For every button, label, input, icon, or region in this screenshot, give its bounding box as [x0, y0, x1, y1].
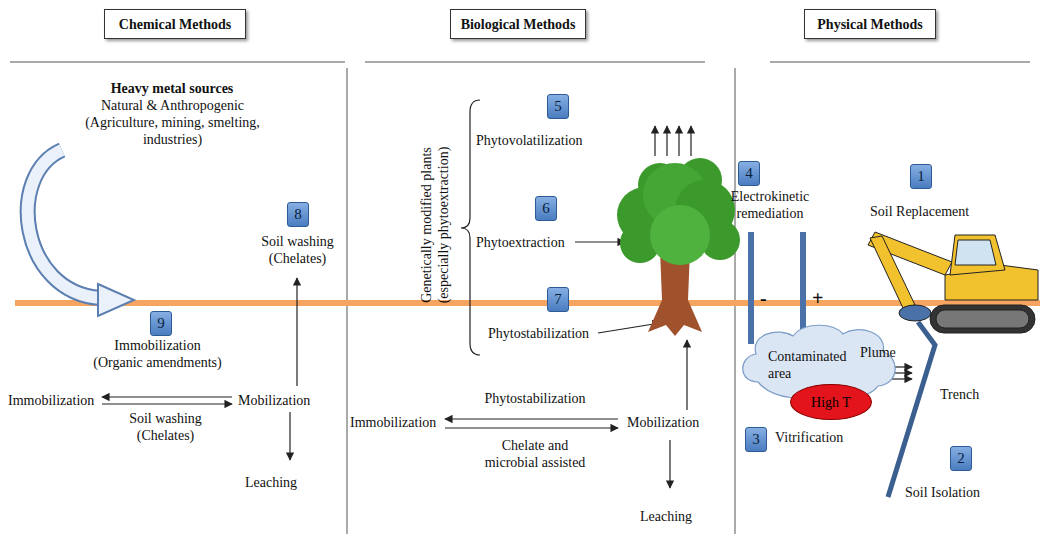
polarity-sign: - — [760, 288, 774, 308]
text-label: Leaching — [245, 474, 315, 491]
process-arrows — [102, 126, 912, 488]
high-temperature-zone: High T — [790, 384, 872, 420]
text-label: Natural & Anthropogenic (Agriculture, mi… — [70, 97, 275, 148]
node-text: 8 — [294, 206, 302, 223]
text-label: Phytostabilization — [470, 390, 600, 407]
section-header: Physical Methods — [804, 9, 936, 39]
node-text: Contaminated area — [768, 348, 863, 382]
text-label: Trench — [940, 386, 1000, 403]
text-label: Chelate and microbial assisted — [474, 437, 596, 471]
node-text: Chemical Methods — [119, 16, 231, 33]
section-rules — [10, 62, 1030, 534]
node-text: 6 — [542, 200, 550, 217]
tree — [617, 158, 740, 336]
node-text: 2 — [957, 450, 965, 467]
node-text: 9 — [157, 315, 165, 332]
callout-number: 5 — [547, 94, 569, 119]
text-label: Soil Isolation — [905, 484, 1015, 501]
section-header: Biological Methods — [450, 9, 586, 39]
node-text: 5 — [554, 98, 562, 115]
text-label: Immobilization — [8, 392, 103, 409]
node-text: Biological Methods — [461, 16, 576, 33]
text-label: Electrokinetic remediation — [715, 188, 825, 222]
text-label: Soil washing (Chelates) — [118, 410, 213, 444]
callout-number: 2 — [950, 446, 972, 471]
text-label: Mobilization — [627, 414, 717, 431]
text-label: Soil washing (Chelates) — [250, 233, 345, 267]
callout-number: 4 — [738, 161, 760, 186]
source-arrow — [28, 150, 134, 316]
electrodes — [748, 232, 806, 344]
callout-number: 7 — [547, 287, 569, 312]
text-label: Immobilization — [350, 414, 450, 431]
callout-number: 6 — [535, 196, 557, 221]
text-label: Vitrification — [775, 429, 875, 446]
text-label: Phytoextraction — [476, 234, 596, 251]
node-text: Physical Methods — [817, 16, 922, 33]
node-text: 3 — [752, 431, 760, 448]
callout-number: 8 — [287, 202, 309, 227]
text-label: Genetically modified plants (especially … — [418, 125, 452, 325]
callout-number: 3 — [745, 427, 767, 452]
text-label: Leaching — [640, 508, 710, 525]
excavator — [868, 232, 1038, 333]
text-label: Immobilization (Organic amendments) — [90, 337, 225, 371]
polarity-sign: + — [812, 288, 828, 308]
node-text: 1 — [917, 168, 925, 185]
text-label: Heavy metal sources — [82, 80, 262, 97]
callout-number: 1 — [910, 164, 932, 189]
node-text: High T — [811, 394, 851, 411]
text-label: Mobilization — [238, 392, 333, 409]
node-text: Plume — [860, 344, 900, 361]
text-label: Phytovolatilization — [476, 132, 626, 149]
section-header: Chemical Methods — [104, 9, 246, 39]
text-label: Soil Replacement — [870, 203, 1010, 220]
ground-surface — [15, 300, 1040, 306]
node-text: 4 — [745, 165, 753, 182]
callout-number: 9 — [150, 311, 172, 336]
text-label: Phytostabilization — [488, 325, 618, 342]
node-text: 7 — [554, 291, 562, 308]
